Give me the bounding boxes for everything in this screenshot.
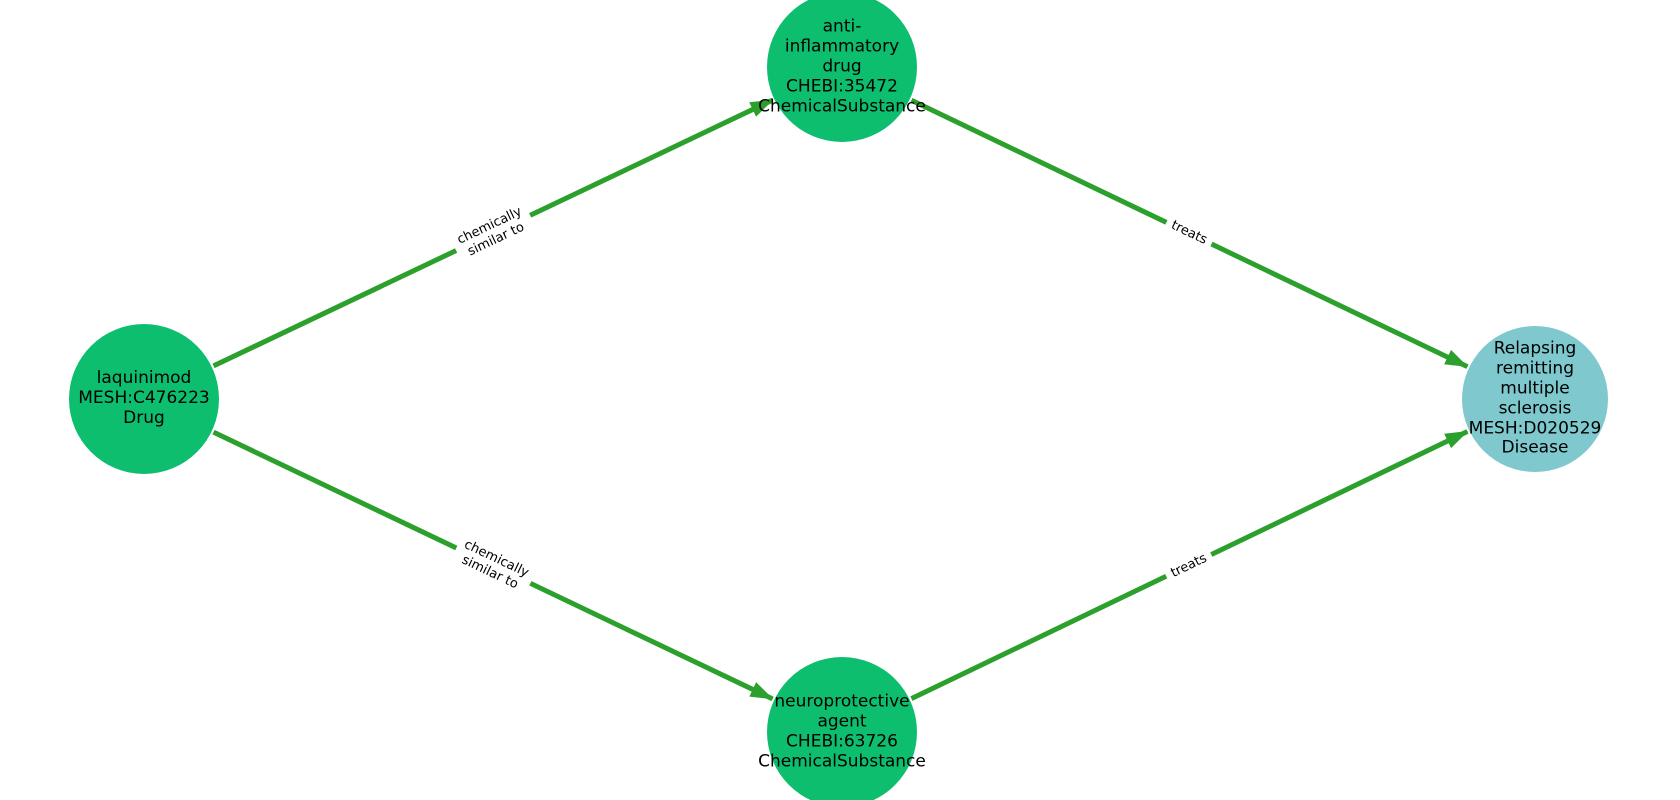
node-label-laquinimod: laquinimod MESH:C476223 Drug: [78, 368, 210, 428]
node-anti-inflammatory-drug: [767, 0, 917, 142]
node-label-neuroprotective-agent: neuroprotective agent CHEBI:63726 Chemic…: [758, 691, 926, 771]
node-neuroprotective-agent: [767, 657, 917, 800]
node-label-relapsing-remitting-multiple-sclerosis: Relapsing remitting multiple sclerosis M…: [1468, 338, 1602, 458]
node-label-anti-inflammatory-drug: anti- inflammatory drug CHEBI:35472 Chem…: [758, 16, 926, 116]
node-relapsing-remitting-multiple-sclerosis: [1462, 326, 1608, 472]
node-laquinimod: [69, 324, 219, 474]
